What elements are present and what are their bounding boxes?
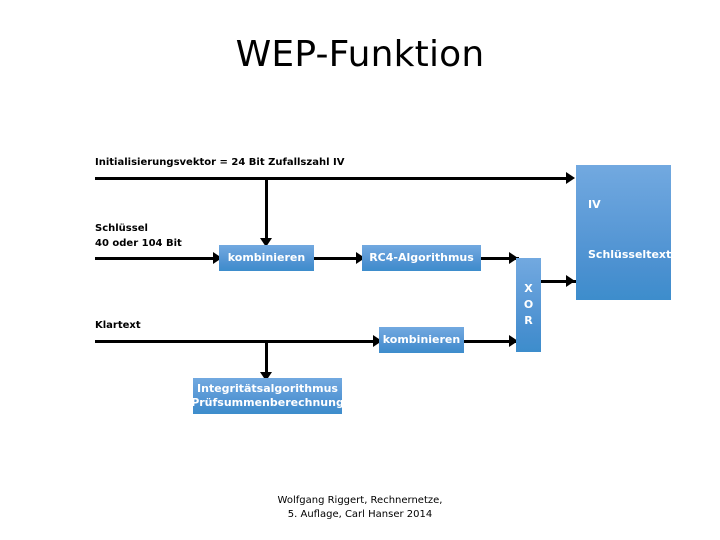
- connector-iv-branch-arrowhead: [260, 238, 272, 247]
- connector-rc4-to-xor-arrowhead: [509, 252, 518, 264]
- connector-plaintext-branch-arrowhead: [260, 372, 272, 381]
- connector-combine2-to-xor: [464, 340, 519, 343]
- output-label-iv: IV: [588, 198, 601, 211]
- connector-combine2-to-xor-arrowhead: [509, 335, 518, 347]
- footer-line2: 5. Auflage, Carl Hanser 2014: [287, 509, 433, 520]
- connector-plaintext-trunk: [95, 340, 383, 343]
- box-xor[interactable]: X O R: [516, 258, 541, 352]
- connector-key-arrowhead: [213, 252, 222, 264]
- output-label-ciphertext: Schlüsseltext: [588, 248, 672, 261]
- connector-xor-to-output-arrowhead: [566, 275, 575, 287]
- caption-key-line1: Schlüssel: [95, 223, 148, 234]
- page-title: WEP-Funktion: [235, 34, 485, 75]
- box-rc4-algorithmus[interactable]: RC4-Algorithmus: [362, 245, 481, 271]
- connector-iv-arrowhead: [566, 172, 575, 184]
- connector-iv-branch: [265, 177, 268, 243]
- xor-letter-r: R: [524, 314, 533, 327]
- caption-plaintext: Klartext: [95, 320, 141, 331]
- footer-citation: Wolfgang Riggert, Rechnernetze, 5. Aufla…: [0, 494, 720, 522]
- box-kombinieren-plaintext[interactable]: kombinieren: [379, 327, 464, 353]
- connector-key-line: [95, 257, 219, 260]
- connector-rc4-to-xor: [481, 257, 519, 260]
- connector-plaintext-branch: [265, 340, 268, 380]
- connector-combine-to-rc4-arrowhead: [356, 252, 365, 264]
- connector-iv-trunk: [95, 177, 567, 180]
- integrity-line1: Integritätsalgorithmus: [197, 382, 338, 395]
- caption-key-line2: 40 oder 104 Bit: [95, 238, 182, 249]
- xor-letter-o: O: [523, 298, 534, 311]
- box-integritaetsalgorithmus[interactable]: Integritätsalgorithmus Prüfsummenberechn…: [191, 378, 344, 414]
- caption-iv-input: Initialisierungsvektor = 24 Bit Zufallsz…: [95, 157, 345, 168]
- box-output-frame[interactable]: IV Schlüsseltext: [576, 165, 671, 300]
- box-kombinieren-key[interactable]: kombinieren: [219, 245, 314, 271]
- connector-combine-to-rc4: [314, 257, 362, 260]
- xor-letter-x: X: [524, 282, 533, 295]
- connector-plaintext-arrowhead: [373, 335, 382, 347]
- connector-xor-to-output: [541, 280, 577, 283]
- footer-line1: Wolfgang Riggert, Rechnernetze,: [277, 495, 443, 506]
- integrity-line2: Prüfsummenberechnung: [191, 396, 344, 409]
